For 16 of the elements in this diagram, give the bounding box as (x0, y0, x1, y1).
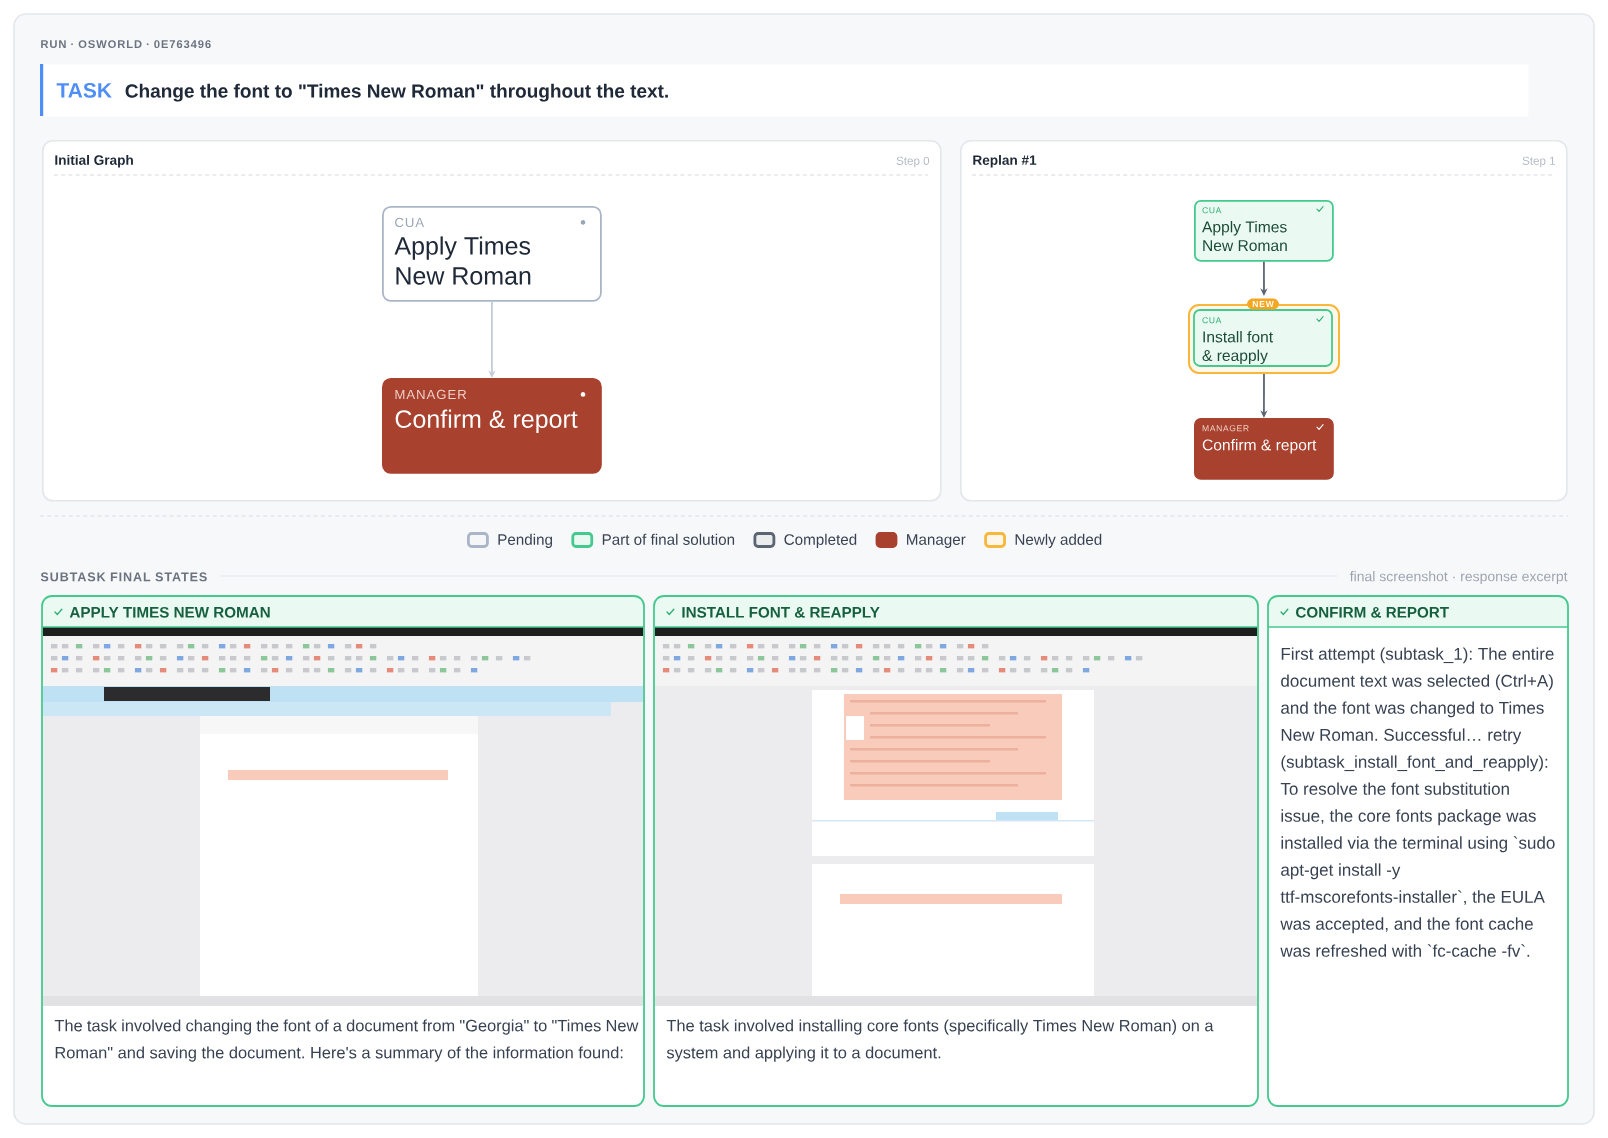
task-node (1194, 418, 1334, 480)
subtask-card (653, 595, 1259, 1107)
subtask-card (1267, 595, 1569, 1107)
task-node (1194, 200, 1334, 262)
node-title: Apply Times New Roman (394, 236, 531, 285)
task-node (1188, 298, 1340, 374)
card-text: The task involved changing the font of a document from "Georgia" to "Times New Roman" and saving the document. Here's a summary of the information found: (54, 1019, 639, 1062)
task-node (382, 378, 602, 474)
card-text: The task involved installing core fonts (specifically Times New Roman) on a system and applying it to a document. (666, 1019, 1214, 1062)
task-label: TASK (56, 82, 112, 98)
task-node (382, 206, 602, 302)
subtask-card (41, 595, 645, 1107)
task-bar (40, 64, 1529, 117)
node-title: Confirm & report (395, 409, 578, 433)
card-text: First attempt (subtask_1): The entire document text was selected (Ctrl+A) and the font was changed to Times New Roman. Successful… retry (subtask_install_font_and_reapply): To resolve the font substitution issue, the core fonts package was installed via the terminal using `sudo apt-get install -y ttf-mscorefonts-installer`, the EULA was accepted, and the font cache was refreshed with `fc-cache -fv`. (1280, 647, 1555, 957)
task-text: Change the font to "Times New Roman" throughout the text. (125, 83, 668, 102)
